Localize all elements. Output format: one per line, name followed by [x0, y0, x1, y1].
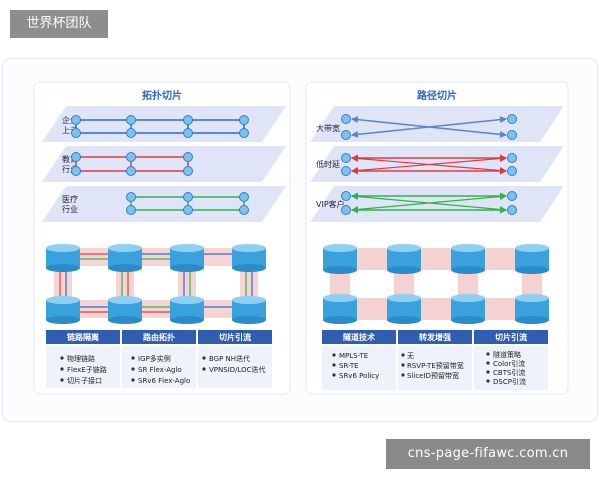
list-item: BGP NH迭代 — [209, 354, 250, 363]
list-item: 切片子接口 — [67, 376, 102, 385]
list-item: RSVP-TE预留带宽 — [407, 361, 464, 370]
layer-label-latency: 低时延 — [316, 159, 340, 169]
list-item: MPLS-TE — [339, 352, 368, 360]
latency-paths — [351, 154, 507, 175]
right-table: 隧道技术 转发增强 切片引流 MPLS-TE SR-TE SRv6 Policy… — [322, 330, 548, 390]
layer-label-medical: 医疗 行业 — [62, 194, 81, 214]
router-icon — [323, 244, 357, 274]
router-icon — [323, 294, 357, 324]
watermark-bottom: cns-page-fifawc.com.cn — [386, 439, 590, 469]
right-panel: 路径切片 大带宽 低时延 VIP客户 — [305, 81, 569, 395]
latency-nodes — [341, 153, 517, 176]
bandwidth-nodes — [341, 114, 517, 140]
router-icon — [170, 296, 204, 324]
left-physical-network — [54, 248, 258, 318]
layer-label-bandwidth: 大带宽 — [316, 123, 340, 133]
router-icon — [108, 244, 142, 272]
list-item: SRv6 Policy — [339, 372, 379, 380]
left-panel-title: 拓扑切片 — [142, 89, 182, 102]
list-item: VPNSID/LOC迭代 — [209, 365, 266, 374]
router-icon — [108, 296, 142, 324]
router-icon — [170, 244, 204, 272]
vip-nodes — [341, 191, 517, 215]
vip-paths — [351, 192, 507, 214]
medical-nodes — [126, 192, 249, 215]
list-item: CBTS引流 — [493, 368, 525, 377]
list-item: SR-TE — [339, 362, 359, 370]
list-item: SR Flex-Aglo — [138, 366, 182, 374]
list-item: SRv6 Flex-Aglo — [138, 377, 190, 385]
router-icon — [232, 296, 266, 324]
router-icon — [451, 294, 485, 324]
list-item: FlexE子链路 — [67, 365, 107, 374]
enterprise-nodes — [71, 115, 249, 138]
layer-label-enterprise: 企业 上云 — [62, 115, 81, 135]
list-item: DSCP引流 — [493, 377, 526, 386]
table-header: 转发增强 — [419, 332, 451, 342]
watermark-top: 世界杯团队 — [10, 10, 108, 38]
table-header: 链路隔离 — [67, 332, 99, 342]
layer-label-education: 教育 行业 — [62, 154, 81, 174]
router-icon — [46, 296, 80, 324]
table-header: 隧道技术 — [343, 332, 375, 342]
layer-label-vip: VIP客户 — [316, 199, 345, 209]
table-header: 切片引流 — [219, 332, 251, 342]
router-icon — [46, 244, 80, 272]
list-item: 隧道策略 — [493, 350, 521, 359]
list-item: IGP多实例 — [138, 354, 171, 363]
right-routers — [323, 244, 549, 324]
router-icon — [515, 244, 549, 274]
right-physical-network — [330, 248, 542, 320]
router-icon — [515, 294, 549, 324]
list-item: 无 — [407, 352, 414, 360]
plane-education — [42, 146, 286, 182]
left-panel: 拓扑切片 企业 上云 教育 行业 医疗 行业 — [33, 81, 291, 395]
left-table: 链路隔离 路由拓扑 切片引流 物理链路 FlexE子链路 切片子接口 IGP多实… — [46, 330, 272, 388]
list-item: Color引流 — [493, 359, 525, 368]
router-icon — [387, 294, 421, 324]
bandwidth-paths — [351, 116, 507, 138]
list-item: SliceID预留带宽 — [407, 371, 459, 380]
left-routers — [46, 244, 266, 324]
education-nodes — [71, 152, 193, 176]
table-header: 路由拓扑 — [143, 332, 175, 342]
table-header: 切片引流 — [495, 332, 527, 342]
router-icon — [232, 244, 266, 272]
router-icon — [451, 244, 485, 274]
list-item: 物理链路 — [67, 354, 95, 363]
plane-medical — [42, 186, 286, 222]
router-icon — [387, 244, 421, 274]
right-panel-title: 路径切片 — [417, 89, 457, 102]
